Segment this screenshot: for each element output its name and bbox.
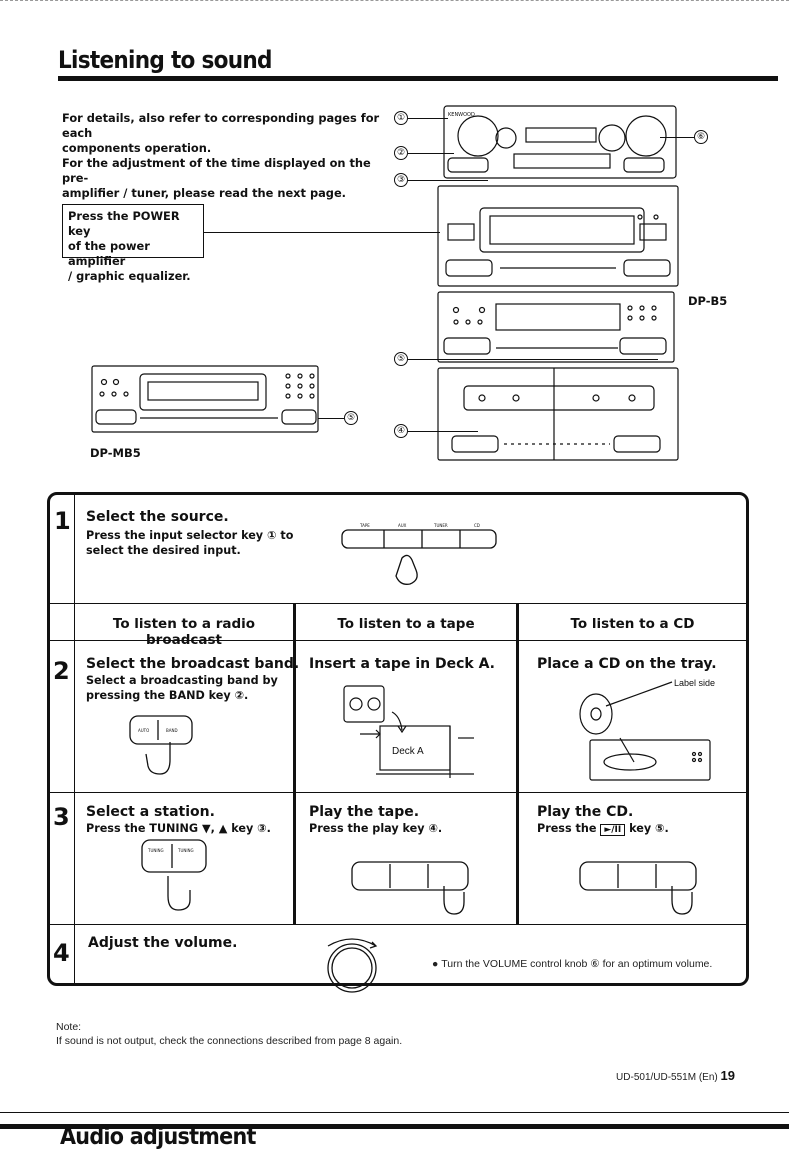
dp-b5-label: DP-B5 xyxy=(688,294,728,308)
auto-key-label: AUTO xyxy=(138,728,149,733)
note: Note: If sound is not output, check the … xyxy=(56,1020,402,1048)
intro-line-3: For the adjustment of the time displayed… xyxy=(62,156,371,185)
step3-cd-desc-prefix: Press the xyxy=(537,822,597,835)
power-callout: Press the POWER key of the power amplifi… xyxy=(62,204,204,283)
marker-2-leader xyxy=(408,153,454,154)
marker-3: ③ xyxy=(394,173,408,187)
step1-number: 1 xyxy=(54,507,71,535)
intro-line-1: For details, also refer to corresponding… xyxy=(62,111,380,140)
brand-label-top: KENWOOD xyxy=(448,112,475,118)
bullet-icon: ● xyxy=(432,958,442,970)
band-key-label: BAND xyxy=(166,728,178,733)
step3-radio-desc: Press the TUNING ▼, ▲ key ③. xyxy=(86,822,271,835)
column-head-radio: To listen to a radio broadcast xyxy=(112,616,256,648)
marker-4-leader xyxy=(408,431,478,432)
marker-4: ④ xyxy=(394,424,408,438)
column-divider-2 xyxy=(516,603,519,924)
tuning-key-illustration: TUNING TUNING xyxy=(141,839,207,911)
step4-title: Adjust the volume. xyxy=(88,935,238,951)
marker-1-leader xyxy=(408,118,448,119)
title-rule xyxy=(58,76,778,81)
power-callout-leader xyxy=(204,232,440,233)
step3-radio-title: Select a station. xyxy=(86,804,215,820)
step4-number: 4 xyxy=(53,939,70,967)
step3-bottom-rule xyxy=(50,924,746,925)
steps-panel xyxy=(47,492,749,986)
marker-3-leader xyxy=(408,180,488,181)
steps-number-divider xyxy=(74,495,75,983)
step2-radio-desc-line-1: Select a broadcasting band by xyxy=(86,674,278,687)
power-callout-line-2: of the power amplifier xyxy=(68,239,150,268)
marker-2: ② xyxy=(394,146,408,160)
tuning-up-label: TUNING xyxy=(177,848,194,853)
step2-bottom-rule xyxy=(50,792,746,793)
step1-desc-line-2: select the desired input. xyxy=(86,544,241,557)
intro-line-2: components operation. xyxy=(62,141,212,155)
note-text: If sound is not output, check the connec… xyxy=(56,1035,403,1047)
footer-rule-thin xyxy=(0,1112,789,1113)
step2-radio-title: Select the broadcast band. xyxy=(86,656,300,672)
marker-1: ① xyxy=(394,111,408,125)
step4-desc: ● Turn the VOLUME control knob ⑥ for an … xyxy=(432,958,712,970)
tape-play-key-illustration xyxy=(351,861,469,915)
cd-tray-illustration: Label side xyxy=(579,678,715,781)
step3-number: 3 xyxy=(53,803,70,831)
footer-page-number: 19 xyxy=(720,1068,735,1083)
step3-tape-title: Play the tape. xyxy=(309,804,420,820)
column-head-rule xyxy=(50,640,746,641)
tape-insert-illustration: Deck A xyxy=(343,685,474,778)
label-side-annotation: Label side xyxy=(674,678,715,688)
step1-bottom-rule xyxy=(50,603,746,604)
component-stack-illustration: KENWOOD xyxy=(437,105,679,461)
step1-desc-line-1: Press the input selector key ① to xyxy=(86,529,294,542)
key-cd-label: CD xyxy=(474,523,480,528)
key-aux-label: AUX xyxy=(398,523,407,528)
next-section-rule xyxy=(0,1124,789,1129)
volume-knob-illustration xyxy=(327,938,378,993)
step2-cd-title: Place a CD on the tray. xyxy=(537,656,717,672)
page-title: Listening to sound xyxy=(58,46,272,74)
step2-number: 2 xyxy=(53,657,70,685)
key-tuner-label: TUNER xyxy=(433,523,448,528)
marker-5-mb5-leader xyxy=(318,418,344,419)
page-footer: UD-501/UD-551M (En) 19 xyxy=(616,1068,735,1083)
power-callout-line-1: Press the POWER key xyxy=(68,209,180,238)
marker-6-leader xyxy=(660,137,694,138)
step1-title: Select the source. xyxy=(86,509,229,525)
footer-model: UD-501/UD-551M (En) xyxy=(616,1072,718,1083)
column-head-cd: To listen to a CD xyxy=(570,616,695,632)
step4-desc-text: Turn the VOLUME control knob ⑥ for an op… xyxy=(441,958,713,970)
dp-mb5-label: DP-MB5 xyxy=(90,446,141,460)
marker-5-leader xyxy=(408,359,658,360)
step3-cd-desc: Press the ►/II key ⑤. xyxy=(537,821,669,838)
top-border xyxy=(0,0,789,3)
step2-tape-title: Insert a tape in Deck A. xyxy=(309,656,495,672)
intro-text: For details, also refer to corresponding… xyxy=(62,111,382,201)
column-head-tape: To listen to a tape xyxy=(337,616,475,632)
power-callout-line-3: / graphic equalizer. xyxy=(68,269,191,283)
play-pause-key-glyph: ►/II xyxy=(600,824,626,836)
tuning-down-label: TUNING xyxy=(147,848,164,853)
key-tape-label: TAPE xyxy=(359,523,370,528)
step3-cd-title: Play the CD. xyxy=(537,804,634,820)
next-section-title: Audio adjustment xyxy=(60,1124,256,1150)
intro-line-4: amplifier / tuner, please read the next … xyxy=(62,186,346,200)
note-label: Note: xyxy=(56,1021,82,1033)
step2-radio-desc: Select a broadcasting band by pressing t… xyxy=(86,673,286,703)
step2-radio-desc-line-2: pressing the BAND key ②. xyxy=(86,689,249,702)
deck-a-label: Deck A xyxy=(392,746,424,757)
marker-5-mb5: ⑤ xyxy=(344,411,358,425)
marker-6: ⑥ xyxy=(694,130,708,144)
input-selector-illustration: TAPE AUX TUNER CD xyxy=(341,523,497,585)
dp-mb5-illustration xyxy=(91,365,319,433)
step3-tape-desc: Press the play key ④. xyxy=(309,822,443,835)
cd-play-key-illustration xyxy=(579,861,697,915)
marker-5: ⑤ xyxy=(394,352,408,366)
column-divider-1 xyxy=(293,603,296,924)
step1-desc: Press the input selector key ① to select… xyxy=(86,528,306,558)
band-key-illustration: AUTO BAND xyxy=(129,715,193,775)
step3-cd-desc-suffix: key ⑤. xyxy=(629,822,669,835)
